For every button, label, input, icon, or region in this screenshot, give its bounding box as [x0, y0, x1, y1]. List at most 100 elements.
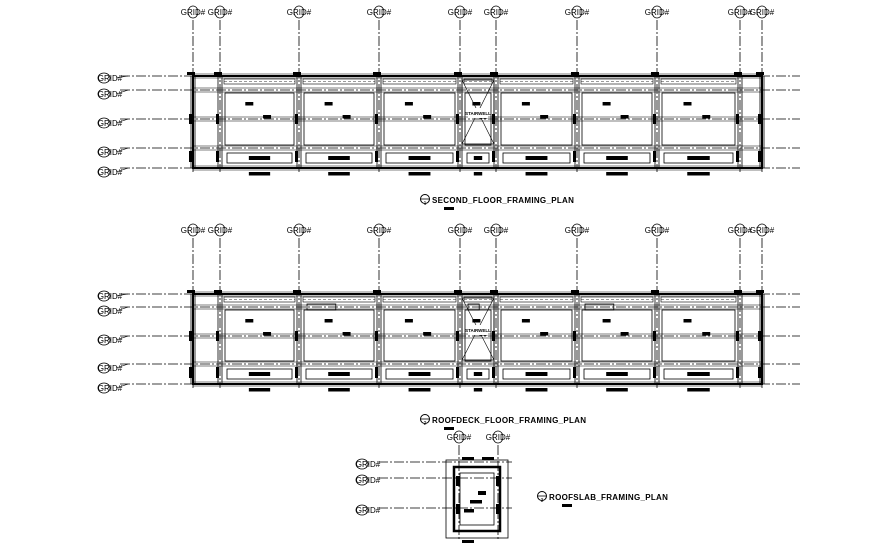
grid-label: GRID#	[287, 226, 312, 235]
grid-bubble	[187, 223, 199, 237]
beam-tag	[470, 500, 482, 504]
grid-bubble	[293, 223, 305, 237]
grid-label: GRID#	[367, 8, 392, 17]
grid-bubble	[97, 382, 111, 394]
grid-bubble	[355, 474, 369, 486]
framing-bay	[223, 296, 296, 392]
grid-label: GRID#	[208, 226, 233, 235]
beam-tag	[482, 457, 494, 460]
grid-bubble	[355, 504, 369, 516]
stairwell-label: STAIRWELL	[465, 111, 491, 116]
grid-bubble	[490, 5, 502, 19]
grid-label: GRID#	[447, 433, 472, 442]
grid-label: GRID#	[98, 119, 123, 128]
grid-line-horizontal: GRID#	[97, 305, 800, 317]
grid-bubble	[454, 223, 466, 237]
column-marker	[373, 72, 381, 162]
column-marker	[490, 72, 498, 162]
framing-bay	[499, 78, 574, 176]
grid-bubble	[97, 166, 111, 178]
grid-bubble	[454, 5, 466, 19]
grid-label: GRID#	[750, 8, 775, 17]
column-marker	[187, 72, 195, 162]
grid-label: GRID#	[486, 433, 511, 442]
column-marker	[734, 72, 742, 162]
grid-bubble	[571, 5, 583, 19]
grid-line-vertical: GRID#	[448, 223, 473, 388]
grid-label: GRID#	[181, 226, 206, 235]
plan-number-3: 3	[541, 498, 544, 504]
grid-label: GRID#	[98, 307, 123, 316]
grid-line-vertical: GRID#	[448, 5, 473, 172]
grid-bubble	[97, 146, 111, 158]
grid-line-vertical: GRID#	[565, 223, 590, 388]
plan-title-1: 1 SECOND_FLOOR_FRAMING_PLAN	[420, 194, 574, 210]
grid-bubble	[97, 290, 111, 302]
grid-line-horizontal: GRID#	[355, 474, 512, 486]
grid-bubble	[97, 362, 111, 374]
grid-line-horizontal: GRID#	[97, 334, 800, 346]
column-marker	[496, 476, 500, 486]
grid-label: GRID#	[750, 226, 775, 235]
framing-bay	[382, 78, 457, 176]
framing-bay	[382, 296, 457, 392]
grid-bubble	[490, 223, 502, 237]
grid-bubble	[214, 5, 226, 19]
slab-panel	[459, 472, 495, 526]
grid-bubble	[214, 223, 226, 237]
grid-label: GRID#	[448, 226, 473, 235]
framing-bay	[463, 296, 493, 392]
grid-line-vertical: GRID#	[287, 5, 312, 172]
column-marker	[293, 290, 301, 378]
grid-line-vertical: GRID#	[484, 5, 509, 172]
stairwell: STAIRWELL	[461, 297, 495, 361]
plan-number-1: 1	[424, 201, 427, 207]
column-marker	[214, 290, 222, 378]
grid-label: GRID#	[356, 506, 381, 515]
grid-line-vertical: GRID#	[645, 5, 670, 172]
grid-label: GRID#	[728, 8, 753, 17]
column-marker	[454, 72, 462, 162]
roofslab-framing-plan: GRID# GRID# GRID# GRID# GRID#	[355, 430, 512, 543]
column-marker	[187, 290, 195, 378]
beam-tag	[478, 491, 486, 495]
roofdeck-floor-framing-plan: GRID#GRID#GRID#GRID#GRID#GRID#GRID#GRID#…	[97, 223, 800, 394]
grid-line-vertical: GRID#	[645, 223, 670, 388]
column-marker	[496, 504, 500, 514]
grid-bubble	[97, 305, 111, 317]
column-marker	[571, 72, 579, 162]
grid-bubble	[756, 5, 768, 19]
grid-bubble	[373, 5, 385, 19]
grid-line-vertical: GRID#	[287, 223, 312, 388]
grid-label: GRID#	[98, 168, 123, 177]
grid-label: GRID#	[356, 460, 381, 469]
stairwell: STAIRWELL	[461, 79, 495, 145]
grid-line-vertical: GRID#	[367, 223, 392, 388]
grid-label: GRID#	[98, 336, 123, 345]
column-marker	[756, 290, 764, 378]
framing-bay	[660, 78, 737, 176]
framing-bay	[580, 296, 654, 392]
column-marker	[456, 504, 460, 514]
grid-label: GRID#	[98, 74, 123, 83]
grid-bubble	[373, 223, 385, 237]
plan-title-2: 2 ROOFDECK_FLOOR_FRAMING_PLAN	[420, 414, 586, 430]
grid-bubble	[293, 5, 305, 19]
grid-line-horizontal: GRID#	[97, 146, 800, 158]
second-floor-framing-plan: GRID#GRID#GRID#GRID#GRID#GRID#GRID#GRID#…	[97, 5, 800, 178]
column-marker	[651, 72, 659, 162]
grid-bubble	[187, 5, 199, 19]
column-marker	[373, 290, 381, 378]
framing-bay	[302, 296, 376, 392]
plan-title-3: 3 ROOFSLAB_FRAMING_PLAN	[537, 491, 668, 507]
grid-line-vertical: GRID#	[447, 430, 472, 540]
grid-bubble	[651, 223, 663, 237]
grid-label: GRID#	[484, 226, 509, 235]
grid-line-horizontal: GRID#	[97, 117, 800, 129]
grid-label: GRID#	[728, 226, 753, 235]
plan-number-2: 2	[424, 421, 427, 427]
grid-line-horizontal: GRID#	[97, 88, 800, 100]
grid-bubble	[97, 334, 111, 346]
grid-label: GRID#	[645, 226, 670, 235]
